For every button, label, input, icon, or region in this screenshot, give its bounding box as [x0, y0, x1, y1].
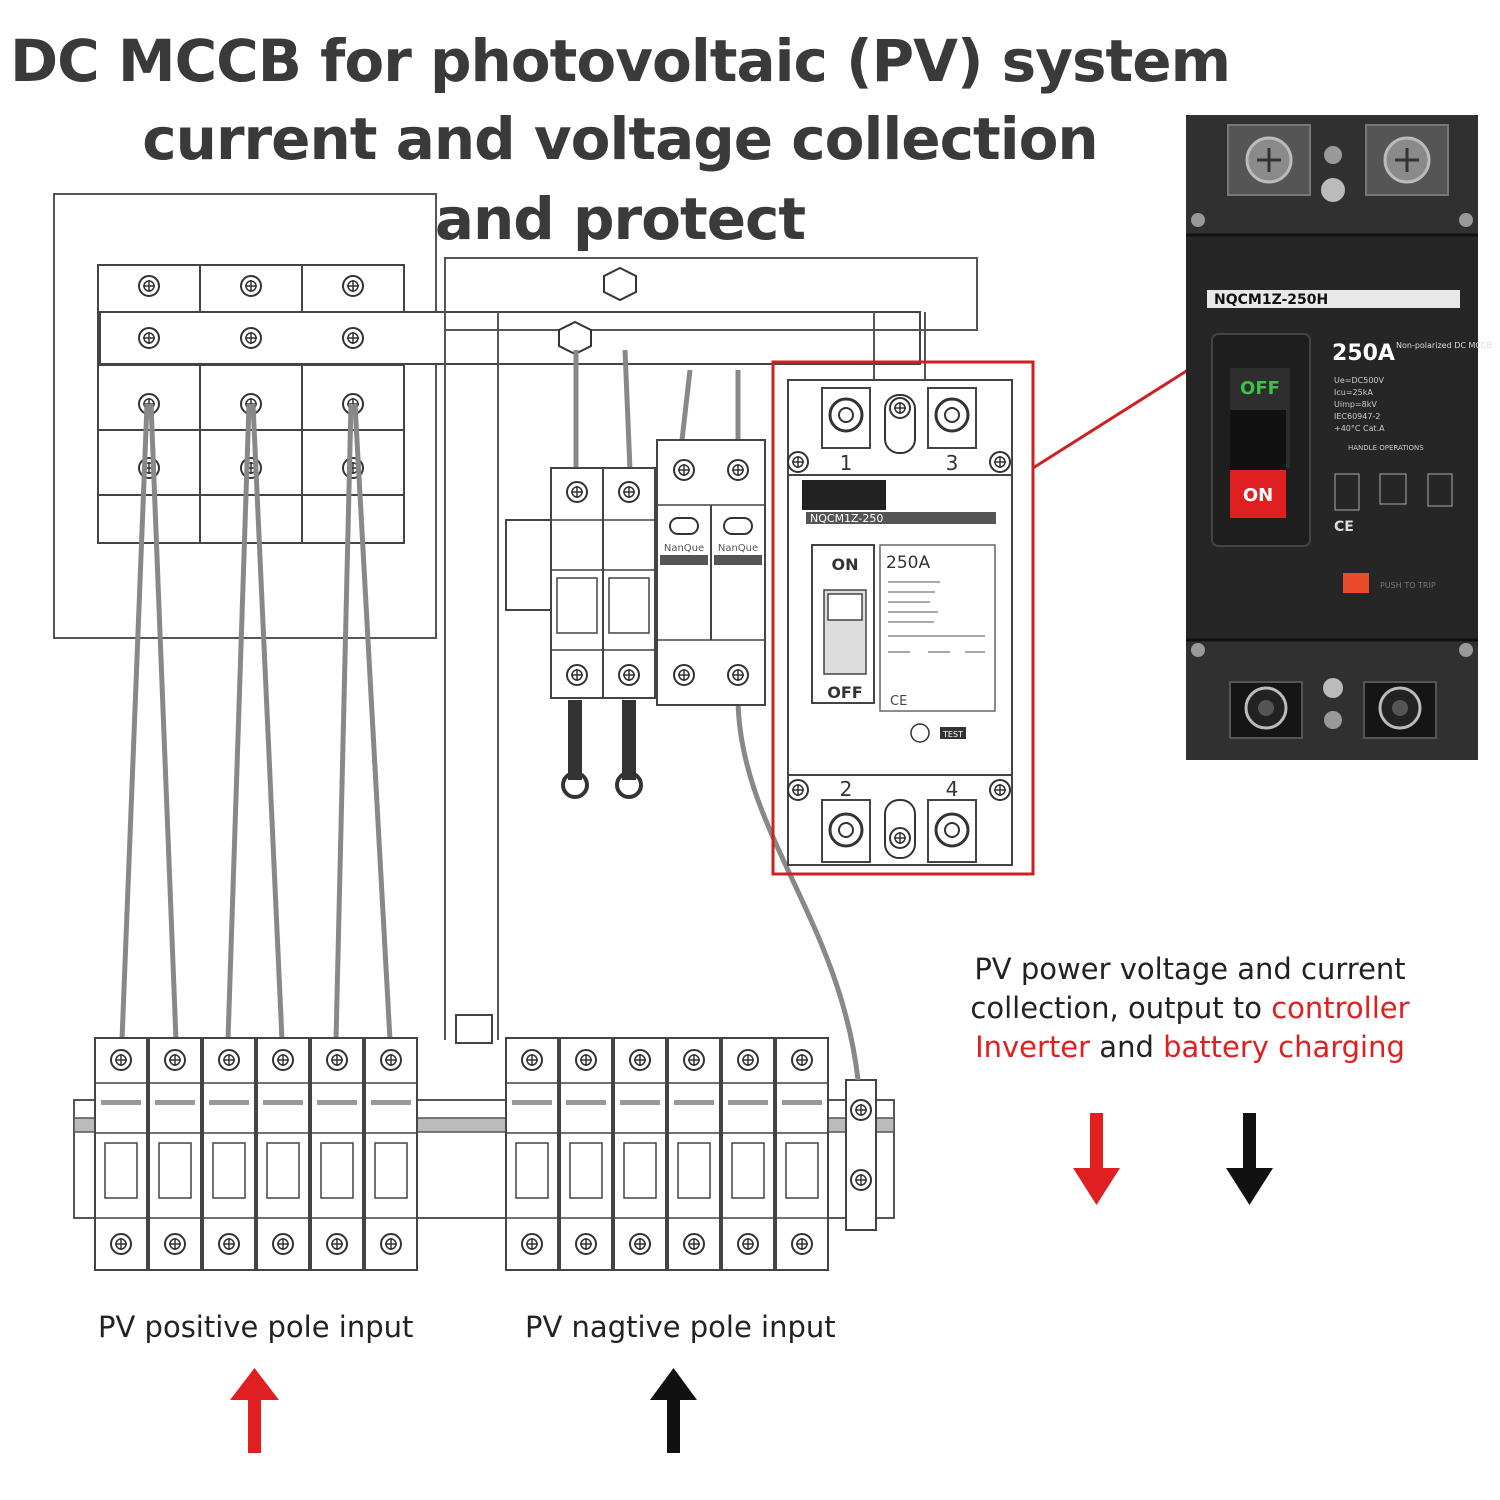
input-cables	[119, 403, 393, 1041]
spd-brand-left: NanQue	[664, 543, 704, 554]
terminal-4-label: 4	[946, 777, 959, 801]
title-line-2: current and voltage collection	[142, 105, 1098, 173]
photo-spec-3: Uimp=8kV	[1334, 400, 1377, 409]
photo-spec-1: Ue=DC500V	[1334, 376, 1384, 385]
drawing-off-label: OFF	[827, 683, 862, 702]
negative-mcb-group	[506, 1038, 828, 1270]
photo-spec-5: +40°C Cat.A	[1334, 424, 1385, 433]
photo-on-label: ON	[1243, 485, 1273, 506]
positive-pole-caption: PV positive pole input	[98, 1310, 414, 1344]
busbar	[99, 257, 978, 1044]
drawing-rating-label: 250A	[886, 553, 930, 573]
terminal-3-label: 3	[946, 451, 959, 475]
output-caption-and: and	[1090, 1030, 1164, 1065]
photo-ce-mark: CE	[1334, 519, 1354, 535]
mccb-drawing: 1 3 NQCM1Z-250 ON OFF 250A CE TEST 2 4	[787, 312, 1013, 866]
photo-spec-2: Icu=25kA	[1334, 388, 1373, 397]
output-caption-line-2a: collection, output to	[970, 991, 1272, 1026]
title-line-3: and protect	[434, 185, 806, 253]
negative-input-arrow	[650, 1368, 697, 1453]
mccb-photo: NQCM1Z-250H OFF ON 250A Non-polarized DC…	[1186, 115, 1492, 760]
callout-line	[1032, 368, 1189, 470]
dc-mcb-pair	[505, 349, 656, 799]
output-arrow-black	[1226, 1113, 1273, 1205]
terminal-2-label: 2	[840, 777, 853, 801]
drawing-ce-mark: CE	[890, 694, 907, 709]
output-caption-controller: controller	[1271, 991, 1410, 1026]
output-caption: PV power voltage and current collection,…	[955, 950, 1425, 1067]
output-caption-battery: battery charging	[1163, 1030, 1405, 1065]
positive-mcb-group	[95, 1038, 417, 1270]
drawing-model-label: NQCM1Z-250	[810, 512, 883, 525]
terminal-block	[735, 699, 877, 1231]
photo-rating-note: Non-polarized DC MCCB	[1396, 341, 1492, 350]
photo-rating-label: 250A	[1332, 341, 1395, 366]
drawing-test-label: TEST	[942, 730, 963, 739]
mccb-highlight-box	[771, 360, 1035, 876]
title-line-1: DC MCCB for photovoltaic (PV) system	[9, 27, 1231, 95]
photo-off-label: OFF	[1240, 378, 1280, 399]
spd-brand-right: NanQue	[718, 543, 758, 554]
photo-handle-title: HANDLE OPERATIONS	[1348, 444, 1424, 452]
drawing-on-label: ON	[832, 555, 859, 574]
terminal-1-label: 1	[840, 451, 853, 475]
photo-push-label: PUSH TO TRIP	[1380, 581, 1436, 590]
output-caption-inverter: Inverter	[975, 1030, 1091, 1065]
photo-model-label: NQCM1Z-250H	[1214, 292, 1328, 308]
output-arrow-red	[1073, 1113, 1120, 1205]
negative-pole-caption: PV nagtive pole input	[525, 1310, 836, 1344]
positive-input-arrow	[230, 1368, 279, 1453]
surge-protector: NanQue NanQue	[656, 369, 766, 706]
photo-spec-4: IEC60947-2	[1334, 412, 1380, 421]
output-caption-line-1: PV power voltage and current	[974, 952, 1406, 986]
